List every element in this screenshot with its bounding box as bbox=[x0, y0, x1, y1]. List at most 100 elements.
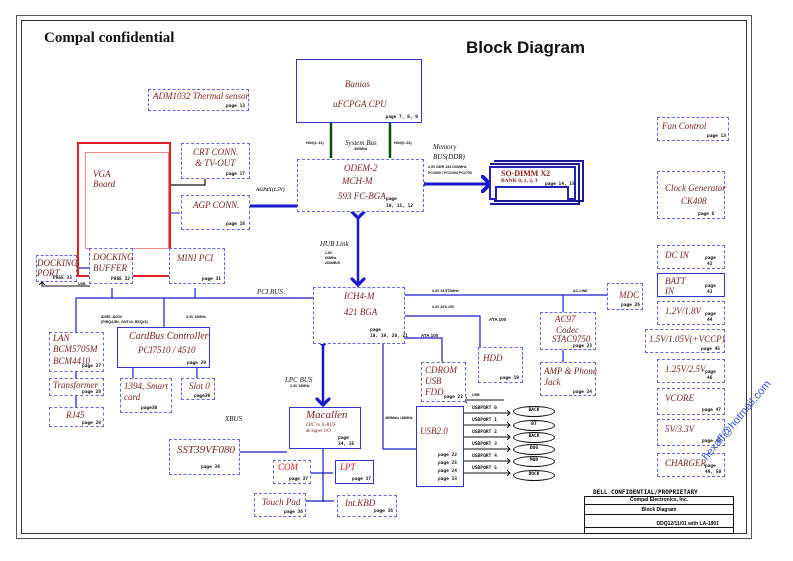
usb-target-back: BACK bbox=[513, 406, 555, 417]
lan-label-2: BCM5705M bbox=[53, 344, 98, 354]
v15-page: page 45 bbox=[701, 347, 720, 352]
cdrom-label-1: CDROM bbox=[425, 365, 457, 375]
macallen-block: Macallen LPC to X-BUS & Super I/O page 3… bbox=[289, 407, 361, 449]
v12-label: 1.2V/1.8V bbox=[665, 306, 701, 316]
thermal-sensor-page: page 13 bbox=[226, 104, 245, 109]
amp-label-2: Jack bbox=[544, 377, 561, 387]
macallen-label-3: & Super I/O bbox=[306, 429, 331, 434]
ich-label-2: 421 BGA bbox=[344, 307, 378, 317]
hdd-label: HDD bbox=[483, 353, 503, 363]
usb20-page-1: page 22 bbox=[438, 453, 457, 458]
docking-port-block: DOCKING PORT PAGE 33 bbox=[36, 255, 78, 282]
lpt-block: LPT page 37 bbox=[335, 460, 374, 484]
v5-label: 5V/3.3V bbox=[665, 424, 695, 434]
mch-line2: MCH-M bbox=[342, 176, 373, 186]
usb20-page-3: page 24 bbox=[438, 469, 457, 474]
hdd-block: HDD page 19 bbox=[478, 347, 523, 383]
pci-33-label: 3.3V 33MHz bbox=[186, 315, 206, 319]
touchpad-label: Touch Pad bbox=[262, 497, 301, 507]
mch-line3: 593 FC-BGA bbox=[338, 191, 386, 201]
crt-conn-block: CRT CONN. & TV-OUT page 17 bbox=[181, 143, 250, 179]
agp-bus-label: AGP4X(1.5V) bbox=[256, 188, 285, 193]
slot0-label: Slot 0 bbox=[189, 381, 210, 391]
hub-link-label: HUB Link bbox=[320, 240, 349, 248]
usb-port-2: USBPORT 2 bbox=[472, 430, 497, 435]
sst-label: SST39VF080 bbox=[177, 444, 236, 456]
sheet-border-outer bbox=[16, 15, 752, 539]
clock-generator-block: Clock Generator CK408 page 6 bbox=[657, 171, 726, 219]
cdrom-label-3: FDD bbox=[425, 387, 444, 397]
usb20-page-4: page 33 bbox=[438, 477, 457, 482]
idsel-label: IDSEL:AD20 bbox=[101, 315, 122, 319]
macallen-pages: 34, 35 bbox=[338, 442, 355, 447]
usb-speed-label: 480Mb/s /48MHz bbox=[385, 416, 413, 420]
hub-spec-2: 66MHz bbox=[325, 256, 337, 260]
usb-target-back-2: BACK bbox=[513, 432, 555, 443]
ich-pages: 18, 19, 20, 21 bbox=[370, 334, 408, 339]
memory-bus-type: BUS(DDR) bbox=[433, 153, 465, 161]
batt-in-label-1: BATT bbox=[665, 276, 686, 286]
dc-in-page-2: 42 bbox=[707, 262, 713, 267]
usb-target-mod: MOD bbox=[513, 456, 555, 467]
mini-pci-label: MINI PCI bbox=[177, 253, 214, 263]
v15-block: 1.5V/1.05V(+VCCP) page 45 bbox=[645, 329, 725, 353]
diagram-title: Block Diagram bbox=[466, 38, 586, 57]
lpt-page: page 37 bbox=[352, 477, 371, 482]
dc-in-block: DC IN page 42 bbox=[657, 245, 725, 269]
cardbus-page: page 29 bbox=[187, 361, 206, 366]
sheet-border-inner bbox=[21, 20, 747, 534]
hdd-page: page 19 bbox=[500, 376, 519, 381]
batt-in-label-2: IN bbox=[665, 286, 674, 296]
clock-label-1: Clock Generator bbox=[665, 183, 726, 193]
sodimm-leg-right bbox=[567, 186, 576, 200]
clock-label-2: CK408 bbox=[681, 196, 707, 206]
usb-port-5: USBPORT 5 bbox=[472, 466, 497, 471]
batt-in-page-2: 43 bbox=[707, 290, 713, 295]
agp-label: AGP CONN. bbox=[193, 200, 240, 210]
system-bus-speed: 400MHz bbox=[354, 147, 368, 151]
lpc-bus-label: LPC BUS bbox=[285, 376, 313, 384]
ac-link-label: AC-LINK bbox=[573, 289, 588, 293]
cdrom-label-2: USB bbox=[425, 376, 442, 386]
crt-label-2: & TV-OUT bbox=[195, 158, 236, 168]
ata100-hdd-label: ATA 100 bbox=[489, 317, 507, 322]
mch-pages: 10, 11, 12 bbox=[386, 204, 414, 209]
usb-target-dog: DOG bbox=[513, 444, 555, 455]
ac97-label-2: Codec bbox=[556, 325, 579, 335]
charger-label: CHARGER bbox=[665, 458, 706, 468]
charger-page-2: 49, 50 bbox=[705, 470, 722, 475]
vcore-label: VCORE bbox=[665, 393, 694, 403]
ich-spec-2: 3.3V ATA 100 bbox=[432, 305, 454, 309]
title-block-header: DELL CONFIDENTIAL/PROPRIETARY bbox=[593, 489, 698, 496]
lpt-label: LPT bbox=[340, 462, 356, 472]
int-kbd-block: Int.KBD page 36 bbox=[337, 495, 397, 517]
v125-label: 1.25V/2.5V bbox=[665, 364, 706, 374]
mdc-block: MDC page 26 bbox=[607, 283, 643, 310]
dc-in-label: DC IN bbox=[665, 250, 689, 260]
thermal-sensor-label: ADM1032 Thermal sensor bbox=[153, 91, 249, 101]
v12-page-1: page bbox=[705, 312, 716, 317]
docking-buffer-label-2: BUFFER bbox=[93, 263, 127, 273]
usb-target-dock: DOCK bbox=[513, 470, 555, 481]
ata-hdd-line bbox=[405, 315, 481, 348]
hub-spec-3: 266MB/S bbox=[325, 261, 340, 265]
ac97-label-3: STAC9750 bbox=[552, 334, 591, 344]
com-label: COM bbox=[278, 462, 298, 472]
v125-page-2: 46 bbox=[707, 376, 713, 381]
mch-block: ODEM-2 MCH-M 593 FC-BGA page 10, 11, 12 bbox=[297, 159, 424, 212]
ata100-cd-label: ATA 100 bbox=[421, 333, 439, 338]
ich-spec-1: 3.3V 24.576MHz bbox=[432, 289, 459, 293]
lpc-speed-label: 3.3V 33MHz bbox=[290, 384, 310, 388]
crt-page: page 17 bbox=[226, 172, 245, 177]
v15-label: 1.5V/1.05V(+VCCP) bbox=[649, 334, 725, 344]
com-block: COM page 37 bbox=[273, 460, 311, 484]
docking-port-label-1: DOCKING bbox=[37, 258, 78, 268]
com-page: page 37 bbox=[289, 477, 308, 482]
thermal-sensor-block: ADM1032 Thermal sensor page 13 bbox=[148, 89, 249, 111]
usb-target-bt: BT bbox=[513, 420, 555, 431]
rj45-block: RJ45 page 28 bbox=[49, 407, 104, 427]
vcore-page: page 47 bbox=[702, 408, 721, 413]
ich-page-label: page bbox=[370, 328, 381, 333]
vga-crt-line bbox=[168, 177, 206, 186]
macallen-label-1: Macallen bbox=[306, 409, 348, 421]
